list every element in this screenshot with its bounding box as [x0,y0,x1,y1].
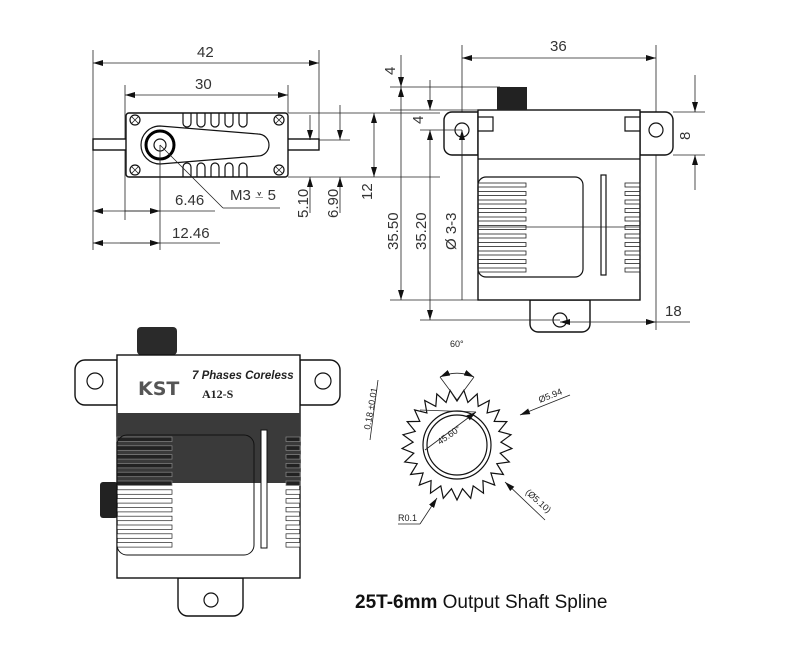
pitch-angle: 45.60° [435,423,462,446]
cooling-fin [477,267,527,273]
cooling-fin [624,225,641,230]
dim-36: 36 [550,38,567,55]
dim-6-46: 6.46 [175,192,204,209]
render-fin [116,542,173,548]
top-view: 42 30 6.46 12.46 M3 ⩡ 5 [92,44,440,250]
render-fin [116,436,173,442]
cooling-fin [624,208,641,213]
output-spline [497,87,527,110]
dim-42: 42 [197,44,214,61]
cooling-fin [477,250,527,256]
cooling-fin [624,259,641,264]
servo-body-side [477,109,641,301]
render-fin [116,445,173,451]
cooling-fin [624,250,641,256]
render-fin [285,515,301,522]
render-fin [116,471,173,478]
render-fin [285,524,301,530]
root-radius: R0.1 [398,513,417,523]
dim-12: 12 [359,183,376,200]
render-subtitle: 7 Phases Coreless [192,370,294,382]
cooling-fin [624,191,641,196]
dim-8: 8 [677,132,694,140]
render-fin [285,471,301,478]
servo-body-top [125,112,289,178]
render-fin [285,463,301,469]
cooling-fin [477,216,527,222]
root-diameter: (Ø5.10) [524,487,553,515]
side-view: 36 4 35.50 4 35.20 Ø 3-3 8 [382,38,705,333]
screw-icons [129,114,285,176]
connector [100,482,118,518]
caption: 25T-6mm Output Shaft Spline [355,592,607,614]
cooling-fin [477,199,527,205]
render-fin [285,436,301,442]
cooling-fin [624,242,641,247]
brand-logo: KST [138,378,179,400]
render-fin [116,533,173,539]
dim-30: 30 [195,76,212,93]
render-fin [116,515,173,522]
render-fin [116,489,173,495]
render-fin [285,480,301,486]
spline-detail: 60° Ø5.94 0.18 ±0.01 45.60° R0.1 (Ø5.10) [362,339,571,525]
tooth-width: 0.18 ±0.01 [362,387,379,431]
render-fin [116,507,173,513]
dim-35-50: 35.50 [385,212,402,250]
render-fin [116,463,173,469]
model-name: A12-S [202,387,234,401]
servo-render: KST 7 Phases Coreless A12-S [74,327,341,617]
caption-rest: Output Shaft Spline [437,592,608,613]
dim-35-20: 35.20 [413,212,430,250]
render-fin [116,480,173,486]
cooling-fin [477,208,527,213]
dim-6-90: 6.90 [325,189,342,218]
cooling-fin [624,216,641,222]
screw-spec: M3 ⩡ 5 [230,187,276,204]
left-ear [443,111,479,156]
caption-bold: 25T-6mm [355,592,438,613]
dim-4-mid: 4 [410,116,427,124]
render-fin [116,524,173,530]
render-fin [285,507,301,513]
render-fin [285,445,301,451]
spline-gear [400,389,514,502]
cooling-fin [477,233,527,239]
cooling-fin [477,182,527,188]
render-spline [137,327,177,355]
render-fin [116,454,173,460]
cooling-fin [477,225,527,230]
cooling-fin [477,242,527,247]
cooling-fin [624,267,641,273]
render-fin [285,454,301,460]
dim-4-top: 4 [382,67,399,75]
outer-diameter: Ø5.94 [537,386,563,404]
dim-18: 18 [665,303,682,320]
dim-12-46: 12.46 [172,225,210,242]
angle-60: 60° [450,339,464,349]
cooling-fin [477,191,527,196]
cooling-fin [477,259,527,264]
dim-5-10: 5.10 [295,189,312,218]
render-fin [285,533,301,539]
render-fin [116,498,173,504]
cooling-fin [624,182,641,188]
render-fin [285,542,301,548]
render-fin [285,489,301,495]
render-fin [285,498,301,504]
cooling-fin [624,233,641,239]
right-ear [639,111,674,156]
dim-hole: Ø 3-3 [443,212,460,250]
cooling-fin [624,199,641,205]
